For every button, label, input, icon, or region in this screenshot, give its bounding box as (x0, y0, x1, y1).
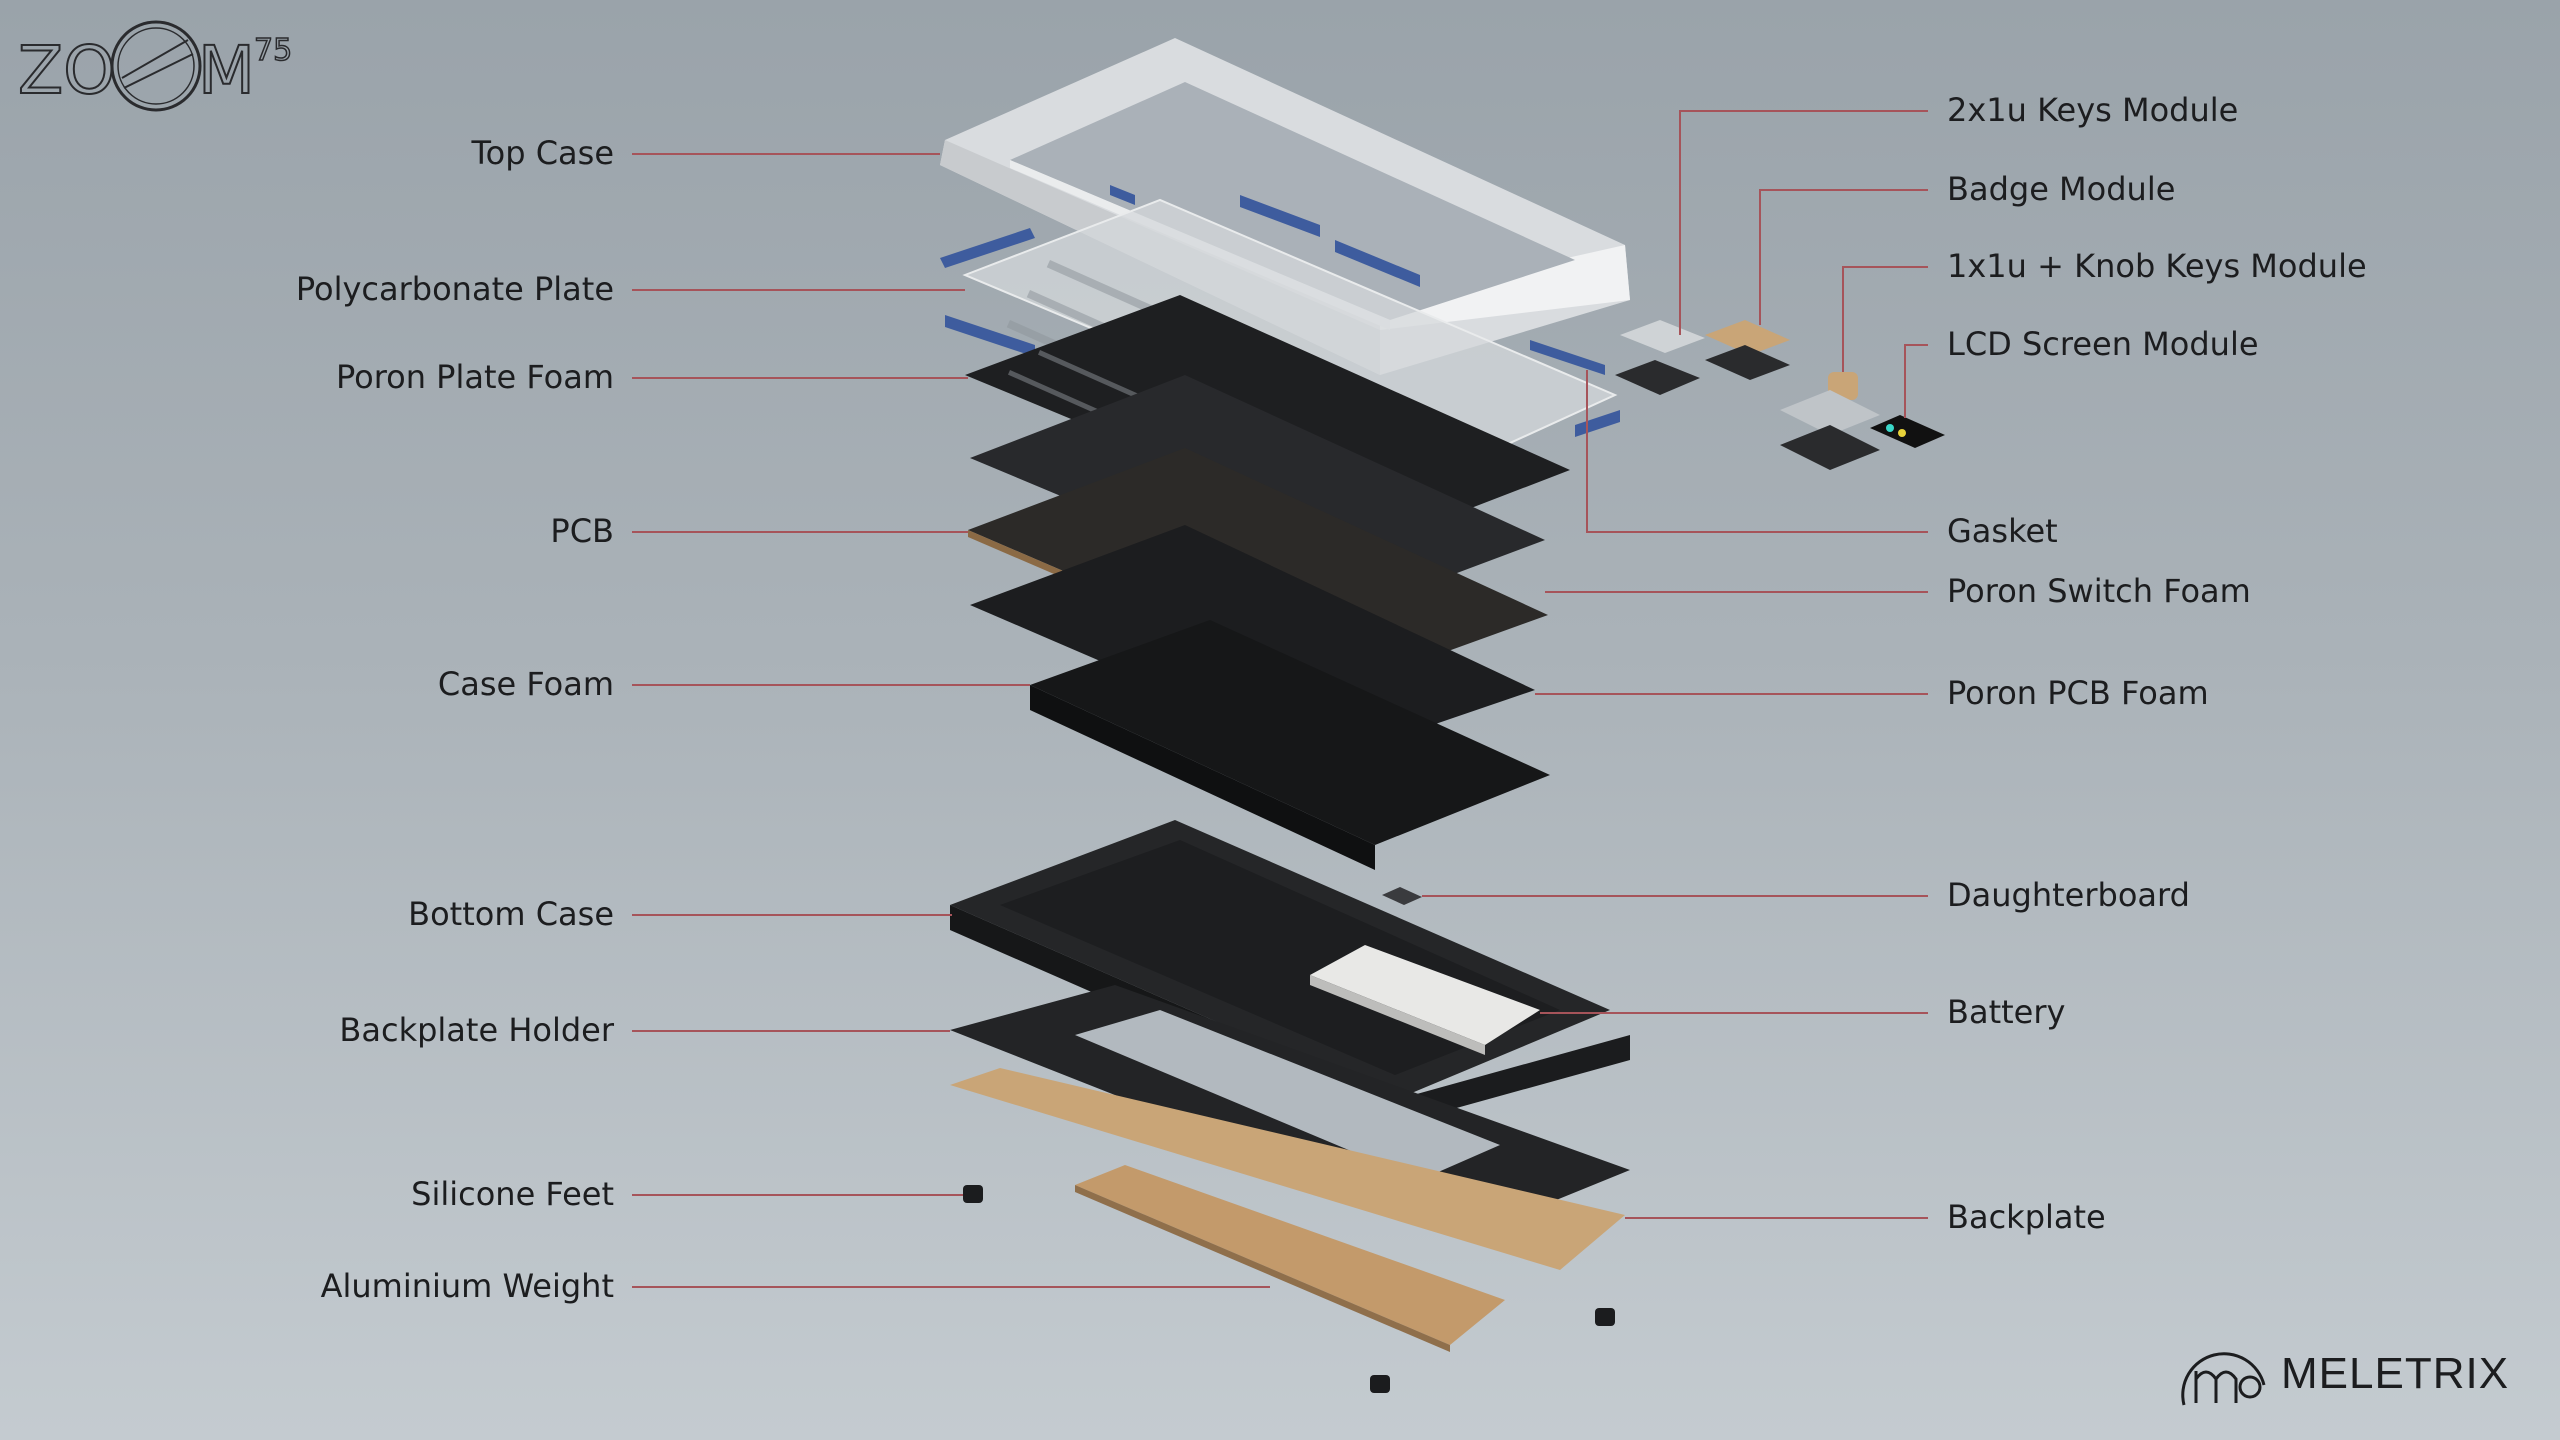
case-foam-part (1030, 620, 1550, 870)
keys-2x1u-module-part (1615, 320, 1705, 395)
label-bottom-case: Bottom Case (408, 895, 614, 933)
aluminium-weight-part (1075, 1165, 1505, 1352)
label-poron-switch-foam: Poron Switch Foam (1947, 572, 2251, 610)
label-case-foam: Case Foam (437, 665, 614, 703)
label-keys-2x1u: 2x1u Keys Module (1947, 91, 2239, 129)
label-pcb: PCB (550, 512, 614, 550)
label-battery: Battery (1947, 993, 2066, 1031)
label-gasket: Gasket (1947, 512, 2058, 550)
label-backplate-holder: Backplate Holder (339, 1011, 614, 1049)
label-daughterboard: Daughterboard (1947, 876, 2190, 914)
svg-text:75: 75 (254, 33, 292, 68)
meletrix-logo: MELETRIX (2176, 1335, 2516, 1410)
leader-lcd-screen-module (1904, 344, 1928, 418)
meletrix-mark-icon (2181, 1352, 2266, 1406)
label-silicone-feet: Silicone Feet (411, 1175, 614, 1213)
leader-lines-left (632, 153, 1270, 1288)
backplate-holder-part (950, 985, 1630, 1235)
label-polycarbonate-plate: Polycarbonate Plate (295, 270, 614, 308)
battery-part (1310, 945, 1540, 1055)
meletrix-wordmark: MELETRIX (2281, 1349, 2510, 1398)
leader-lines-right (1422, 110, 1928, 1219)
badge-module-part (1705, 320, 1790, 380)
label-backplate: Backplate (1947, 1198, 2106, 1236)
backplate-part (950, 1068, 1625, 1270)
zoom75-logo: ZO M 75 (17, 18, 303, 118)
leader-gasket (1586, 370, 1928, 533)
label-lcd-screen-module: LCD Screen Module (1947, 325, 2259, 363)
leader-badge-module (1759, 189, 1928, 325)
knob-keys-1x1u-module-part (1780, 372, 1880, 470)
silicone-feet (963, 1185, 1615, 1393)
svg-text:ZO: ZO (18, 32, 115, 109)
daughterboard-part (1382, 887, 1422, 905)
leader-keys-2x1u (1679, 110, 1928, 335)
label-knob-keys-1x1u: 1x1u + Knob Keys Module (1947, 247, 2367, 285)
label-aluminium-weight: Aluminium Weight (320, 1267, 614, 1305)
label-poron-pcb-foam: Poron PCB Foam (1947, 674, 2209, 712)
label-poron-plate-foam: Poron Plate Foam (335, 358, 614, 396)
label-top-case: Top Case (471, 134, 614, 172)
lcd-screen-module-part (1870, 415, 1945, 448)
leader-knob-keys-1x1u (1842, 266, 1928, 372)
label-badge-module: Badge Module (1947, 170, 2176, 208)
svg-text:M: M (198, 32, 255, 109)
